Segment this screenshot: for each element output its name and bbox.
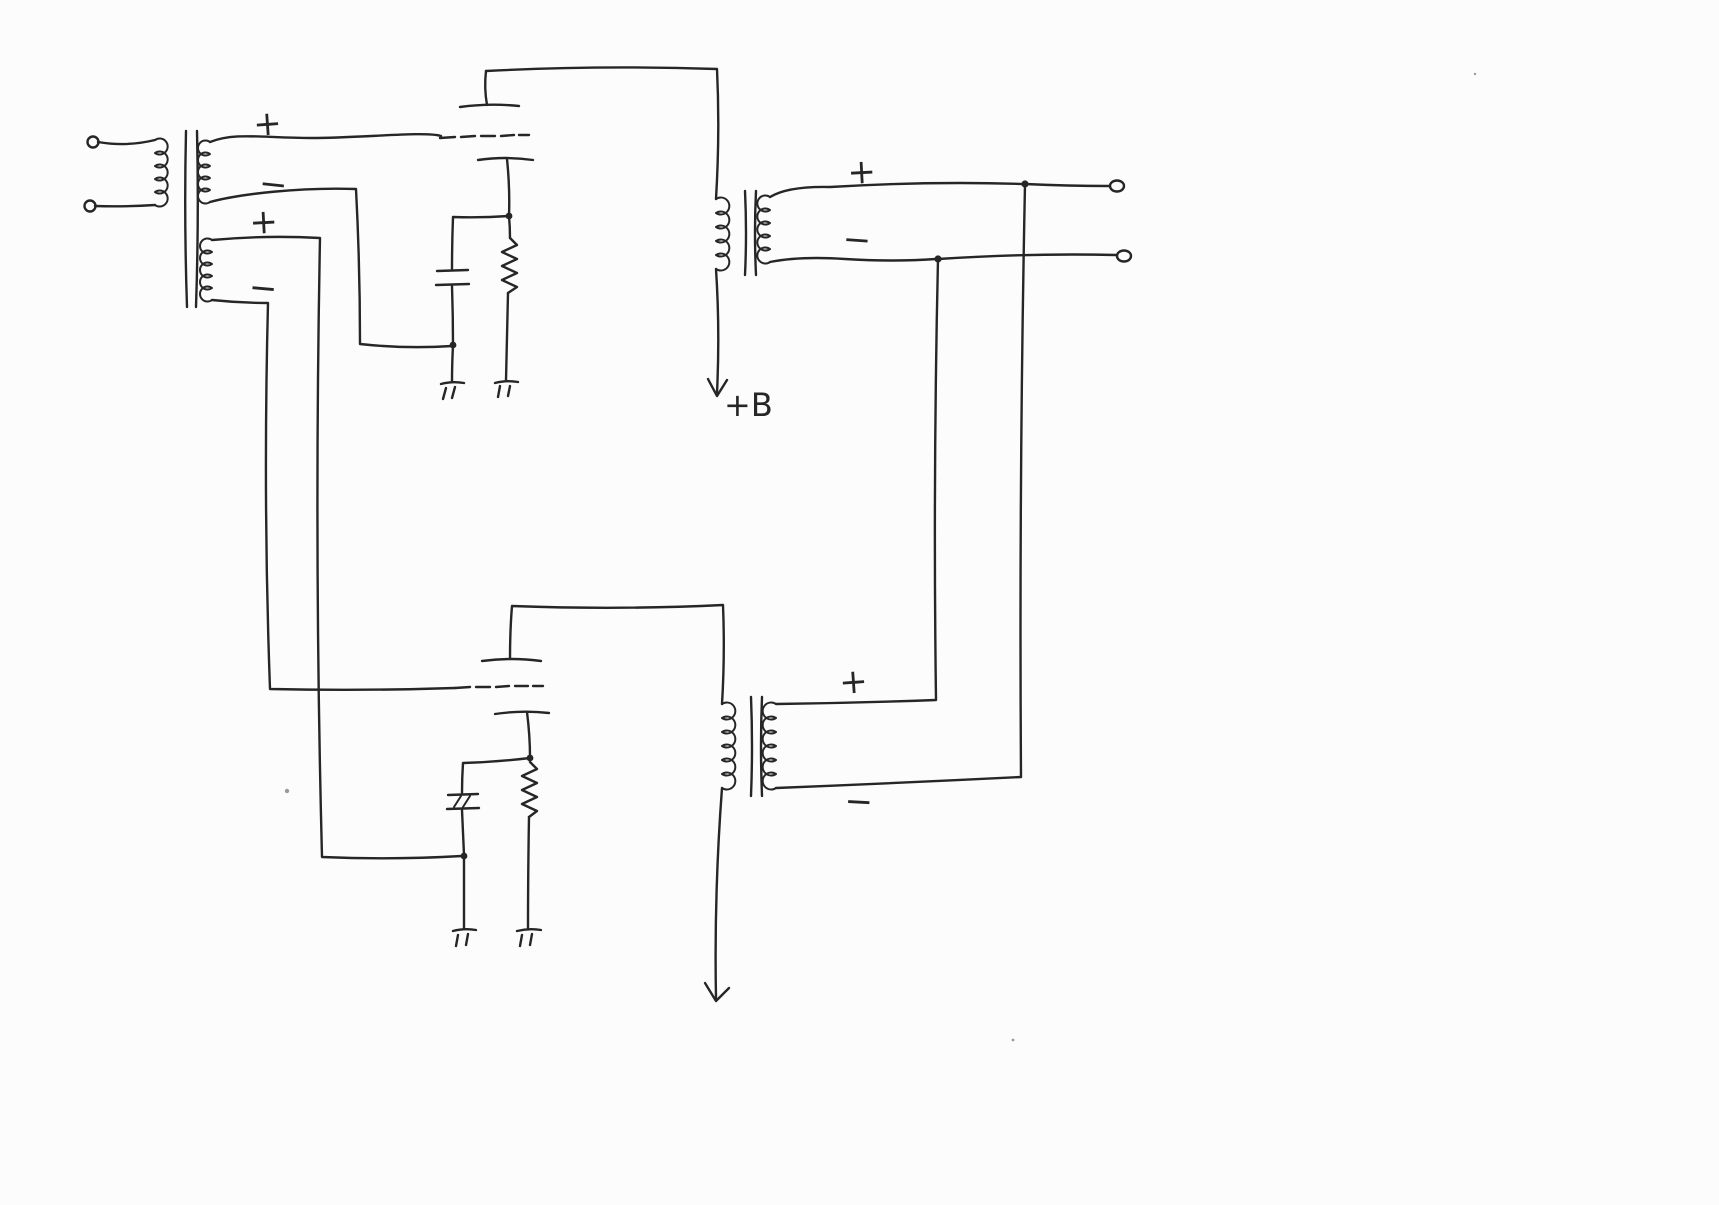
core-line-right (753, 189, 758, 277)
capacitor-branch-upper (450, 214, 511, 271)
label-output-lower-plus: + (838, 661, 869, 703)
cathode-resistor-lower (520, 760, 539, 819)
resistor-ground-lead-lower (526, 815, 531, 930)
plate-lead-upper (484, 69, 489, 107)
output-transformer-lower (703, 695, 777, 1003)
input-upper-wiring (208, 133, 454, 349)
b-plus-lead (714, 267, 720, 395)
grid-wire-upper (208, 133, 443, 144)
label-input-lower-plus: + (248, 202, 279, 243)
plate-to-transformer-wire-lower (508, 603, 725, 706)
primary-lead-lower (93, 203, 157, 208)
core-line-right (759, 695, 764, 798)
primary-winding (154, 137, 169, 208)
junction-dot (526, 754, 534, 762)
ground-symbol-resistor-upper (493, 380, 520, 399)
plate-upper (458, 103, 521, 109)
paper-specks (284, 72, 1477, 1042)
output-transformer-upper (706, 189, 771, 398)
capacitor-ground-lead-upper (450, 284, 455, 383)
primary-lead-upper (96, 138, 157, 146)
junction-dot (460, 852, 468, 860)
cathode-lower (493, 710, 551, 716)
label-input-upper-minus: − (257, 163, 290, 206)
label-output-upper-plus: + (846, 152, 877, 193)
plate-to-transformer-wire-upper (484, 66, 720, 201)
resistor-ground-lead-upper (504, 291, 510, 382)
label-output-lower-minus: − (844, 781, 875, 822)
secondary-upper-winding (197, 139, 211, 205)
capacitor-ground-lead-lower (460, 808, 466, 930)
label-b-plus: +B (724, 386, 773, 424)
bus-wire-left (774, 257, 940, 706)
cathode-lead-upper (505, 157, 512, 240)
labels: + − + − +B + − + − (247, 103, 877, 822)
output-bus-wiring (774, 182, 1027, 790)
grid-dashed-line-upper (438, 133, 531, 140)
supply-lead-lower (714, 786, 724, 1000)
ground-symbol-cap-upper (439, 381, 466, 401)
supply-arrowhead-lower (703, 981, 731, 1003)
secondary-winding-lower (761, 701, 777, 791)
ground-symbol-cap-lower (451, 928, 478, 948)
capacitor-plate-bottom-upper (434, 282, 471, 287)
label-output-upper-minus: − (841, 219, 872, 261)
primary-winding-upper (715, 196, 731, 272)
lower-triode (453, 603, 725, 759)
cathode-return-wire-upper (208, 187, 454, 349)
input-lower-wiring (210, 235, 464, 860)
cathode-lead-lower (525, 710, 532, 759)
input-transformer (83, 129, 213, 309)
cathode-return-wire-lower (210, 235, 464, 860)
ground-symbol-resistor-lower (515, 928, 543, 948)
plate-lower (480, 657, 543, 663)
output-terminal-minus (1115, 249, 1133, 263)
cathode-resistor-upper (500, 236, 519, 295)
core-line-left (184, 129, 189, 309)
capacitor-plate-top-lower (446, 792, 480, 797)
output-plus-wire (768, 181, 1111, 199)
ink-speck (1011, 1038, 1015, 1042)
capacitor-branch-lower (460, 756, 532, 795)
capacitor-hatch-lower (453, 795, 471, 808)
secondary-lower-winding (199, 237, 213, 303)
capacitor-plate-bottom-lower (445, 806, 481, 811)
core-line-right (194, 129, 199, 309)
output-terminal-plus (1108, 179, 1126, 193)
bus-wire-right (774, 182, 1027, 790)
core-line-left (743, 189, 748, 277)
output-minus-wire (768, 253, 1118, 264)
primary-winding-lower (721, 701, 737, 791)
output-wiring-upper (768, 179, 1133, 264)
secondary-winding-upper (756, 194, 771, 265)
junction-dot (449, 341, 457, 349)
lower-cathode-network (445, 754, 543, 948)
ink-speck (284, 788, 290, 794)
grid-wire-lower (210, 298, 457, 691)
core-line-left (749, 695, 754, 798)
ink-speck (1473, 72, 1477, 76)
junction-dot (505, 212, 513, 220)
label-input-upper-plus: + (252, 103, 283, 145)
grid-dashed-line-lower (453, 684, 545, 690)
capacitor-plate-top-upper (435, 268, 470, 273)
label-input-lower-minus: − (247, 267, 279, 309)
b-plus-arrowhead (706, 377, 729, 398)
upper-triode (438, 69, 535, 240)
upper-cathode-network (434, 212, 520, 401)
cathode-upper (476, 156, 535, 162)
